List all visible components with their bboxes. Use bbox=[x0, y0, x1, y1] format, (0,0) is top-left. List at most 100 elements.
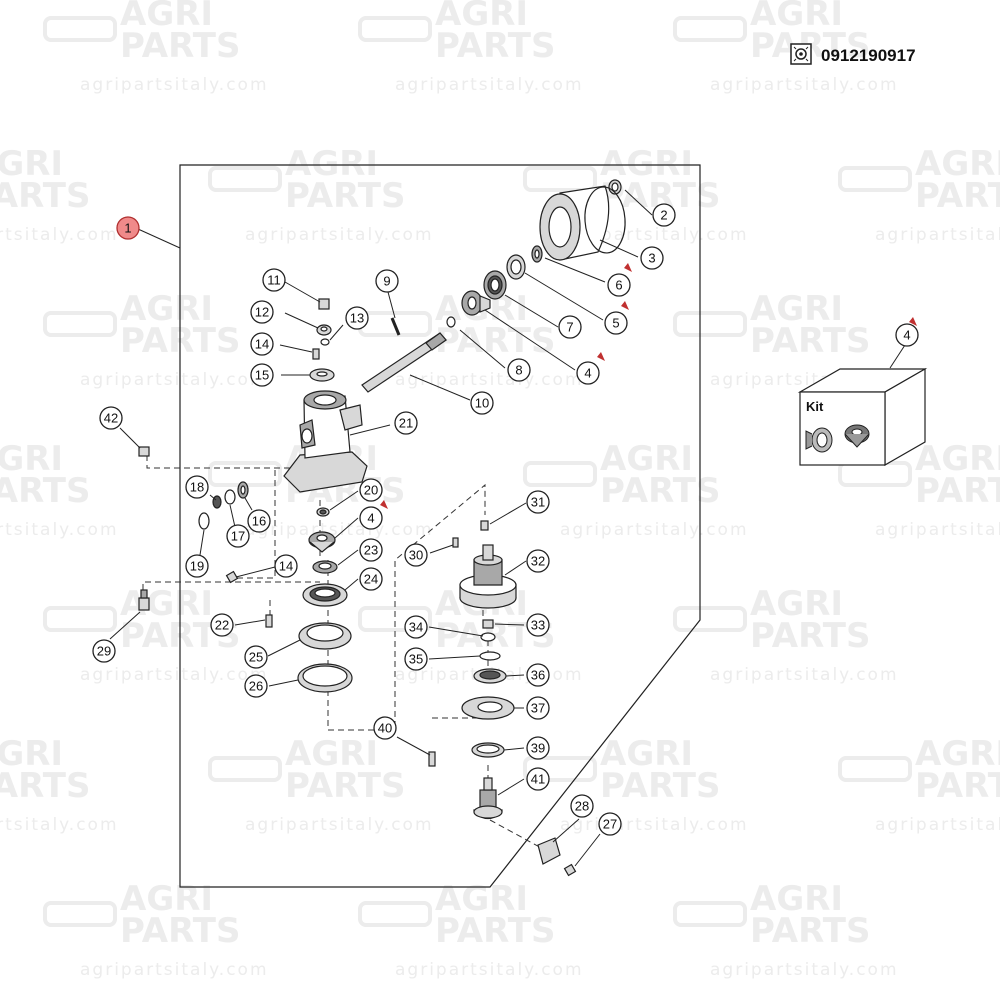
watermark-url: agripartsitaly.com bbox=[560, 520, 749, 540]
part-40-screw bbox=[428, 751, 436, 767]
callout-34[interactable]: 34 bbox=[404, 615, 428, 639]
callout-21[interactable]: 21 bbox=[394, 411, 418, 435]
svg-text:39: 39 bbox=[531, 741, 545, 756]
callout-40[interactable]: 40 bbox=[373, 716, 397, 740]
svg-text:14: 14 bbox=[279, 559, 293, 574]
watermark-line2: PARTS bbox=[600, 471, 720, 511]
callout-1[interactable]: 1 bbox=[116, 216, 140, 240]
callout-41[interactable]: 41 bbox=[526, 767, 550, 791]
tractor-watermark-icon bbox=[43, 311, 117, 337]
tractor-watermark-icon bbox=[43, 16, 117, 42]
callout-39[interactable]: 39 bbox=[526, 736, 550, 760]
callout-4-upper[interactable]: 4 bbox=[576, 361, 600, 385]
part-16-ring bbox=[237, 481, 249, 499]
callout-5[interactable]: 5 bbox=[604, 311, 628, 335]
part-12-washer bbox=[316, 324, 332, 336]
part-17-ring bbox=[224, 489, 236, 505]
watermark-line1: AGRI bbox=[0, 144, 63, 184]
part-11-nut bbox=[318, 298, 330, 310]
callout-23[interactable]: 23 bbox=[359, 538, 383, 562]
watermark-url: agripartsitaly.com bbox=[395, 370, 584, 390]
callout-36[interactable]: 36 bbox=[526, 663, 550, 687]
callout-18[interactable]: 18 bbox=[185, 475, 209, 499]
callout-2[interactable]: 2 bbox=[652, 203, 676, 227]
callout-6[interactable]: 6 bbox=[607, 273, 631, 297]
callout-30[interactable]: 30 bbox=[404, 543, 428, 567]
callout-16[interactable]: 16 bbox=[247, 509, 271, 533]
callout-20[interactable]: 20 bbox=[359, 478, 383, 502]
part-41-spindle bbox=[473, 777, 503, 820]
watermark-url: agripartsitaly.com bbox=[245, 815, 434, 835]
callout-19[interactable]: 19 bbox=[185, 554, 209, 578]
callout-7[interactable]: 7 bbox=[558, 315, 582, 339]
svg-text:33: 33 bbox=[531, 618, 545, 633]
watermark-line1: AGRI bbox=[600, 734, 693, 774]
callout-3[interactable]: 3 bbox=[640, 246, 664, 270]
svg-text:20: 20 bbox=[364, 483, 378, 498]
callout-37[interactable]: 37 bbox=[526, 696, 550, 720]
svg-text:8: 8 bbox=[515, 363, 522, 378]
watermark-url: agripartsitaly.com bbox=[710, 75, 899, 95]
callout-12[interactable]: 12 bbox=[250, 300, 274, 324]
watermark-line1: AGRI bbox=[435, 0, 528, 34]
tractor-watermark-icon bbox=[523, 756, 597, 782]
callout-22[interactable]: 22 bbox=[210, 613, 234, 637]
svg-text:7: 7 bbox=[566, 320, 573, 335]
part-9-pin bbox=[390, 317, 401, 336]
watermark-line2: PARTS bbox=[750, 321, 870, 361]
part-35-circlip bbox=[479, 651, 501, 661]
callout-8[interactable]: 8 bbox=[507, 358, 531, 382]
watermark-line1: AGRI bbox=[120, 584, 213, 624]
watermark-line1: AGRI bbox=[750, 879, 843, 919]
callout-42[interactable]: 42 bbox=[99, 406, 123, 430]
tractor-watermark-icon bbox=[673, 16, 747, 42]
callout-31[interactable]: 31 bbox=[526, 490, 550, 514]
watermark-line1: AGRI bbox=[600, 439, 693, 479]
callout-13[interactable]: 13 bbox=[345, 306, 369, 330]
callout-32[interactable]: 32 bbox=[526, 549, 550, 573]
callout-28[interactable]: 28 bbox=[570, 794, 594, 818]
callout-26[interactable]: 26 bbox=[244, 674, 268, 698]
tractor-watermark-icon bbox=[673, 606, 747, 632]
callout-14-lower[interactable]: 14 bbox=[274, 554, 298, 578]
watermark-url: agripartsitaly.com bbox=[395, 75, 584, 95]
callout-33[interactable]: 33 bbox=[526, 613, 550, 637]
callout-kit-4[interactable]: 4 bbox=[895, 323, 919, 347]
callout-27[interactable]: 27 bbox=[598, 812, 622, 836]
watermark-url: agripartsitaly.com bbox=[875, 225, 1000, 245]
watermark-line1: AGRI bbox=[750, 584, 843, 624]
part-7-bearing bbox=[483, 270, 507, 300]
callout-15[interactable]: 15 bbox=[250, 363, 274, 387]
svg-text:41: 41 bbox=[531, 772, 545, 787]
part-23-bearing bbox=[312, 560, 338, 574]
callout-35[interactable]: 35 bbox=[404, 647, 428, 671]
watermark-url: agripartsitaly.com bbox=[875, 815, 1000, 835]
part-4-gear bbox=[461, 290, 491, 316]
tractor-watermark-icon bbox=[523, 461, 597, 487]
watermark-line2: PARTS bbox=[600, 766, 720, 806]
svg-text:5: 5 bbox=[612, 316, 619, 331]
callout-24[interactable]: 24 bbox=[359, 567, 383, 591]
watermark-url: agripartsitaly.com bbox=[245, 520, 434, 540]
watermark-url: agripartsitaly.com bbox=[0, 520, 119, 540]
part-27-bolt bbox=[563, 863, 577, 877]
callout-4-lower[interactable]: 4 bbox=[359, 506, 383, 530]
callout-14-upper[interactable]: 14 bbox=[250, 332, 274, 356]
callout-25[interactable]: 25 bbox=[244, 645, 268, 669]
part-20-nut bbox=[316, 507, 330, 517]
svg-text:30: 30 bbox=[409, 548, 423, 563]
callout-10[interactable]: 10 bbox=[470, 391, 494, 415]
callout-9[interactable]: 9 bbox=[375, 269, 399, 293]
part-29-bolt bbox=[138, 589, 150, 611]
watermark-url: agripartsitaly.com bbox=[560, 815, 749, 835]
callout-17[interactable]: 17 bbox=[226, 524, 250, 548]
svg-text:17: 17 bbox=[231, 529, 245, 544]
tractor-watermark-icon bbox=[523, 166, 597, 192]
callout-11[interactable]: 11 bbox=[262, 268, 286, 292]
watermark-line2: PARTS bbox=[0, 766, 90, 806]
callout-29[interactable]: 29 bbox=[92, 639, 116, 663]
watermark-line1: AGRI bbox=[750, 0, 843, 34]
